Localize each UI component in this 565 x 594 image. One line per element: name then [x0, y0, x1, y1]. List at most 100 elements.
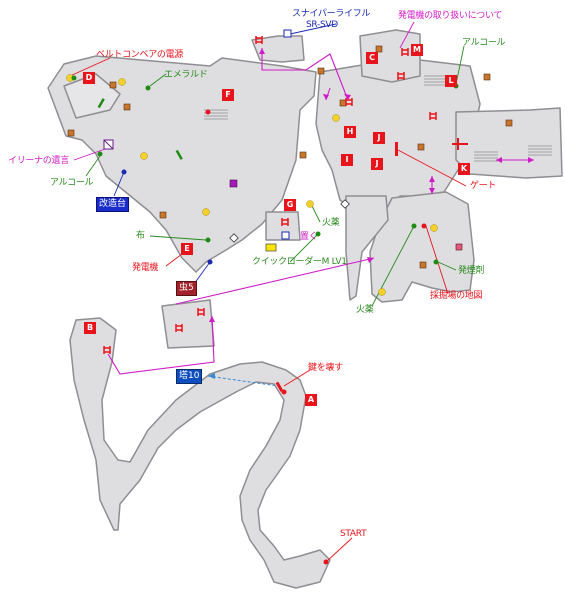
arrow-icon: [429, 176, 435, 182]
item-box-icon: [109, 81, 117, 89]
item-box-icon: [317, 67, 325, 75]
label-alcohol-left: アルコール: [50, 178, 94, 188]
floor-small-room: [161, 299, 215, 349]
path-tou10: [207, 375, 279, 387]
green-dot-icon: [433, 259, 439, 265]
line-hatsuen: [437, 261, 457, 271]
label-tou10: 塔10: [176, 369, 203, 384]
path-b: [107, 315, 215, 375]
line-iliana: [73, 147, 109, 161]
gem-icon: [229, 179, 238, 188]
path-top: [261, 48, 349, 101]
diamond-icon: [340, 199, 350, 209]
label-hatsuen-zai: 発煙剤: [458, 266, 485, 276]
item-box-icon: [375, 45, 383, 53]
sun-herb-icon: [118, 78, 126, 86]
marker-j-upper: J: [373, 132, 385, 144]
label-cloth: 布: [136, 231, 145, 241]
arrow-icon: [323, 94, 329, 100]
marker-m: M: [411, 44, 423, 56]
door-icon: [97, 98, 105, 109]
green-dot-icon: [315, 231, 321, 237]
marker-b: B: [84, 322, 96, 334]
label-gunpowder-bottom: 火薬: [356, 305, 374, 315]
stairs-left: [204, 109, 228, 120]
label-quickloader: クイックローダーM LV1: [252, 257, 347, 267]
line-break-lock: [283, 369, 311, 387]
label-alcohol-right: アルコール: [462, 38, 506, 48]
ladder-icon: [345, 98, 353, 106]
marker-d: D: [83, 72, 95, 84]
arrow-icon: [259, 48, 265, 54]
arrow-icon: [208, 373, 215, 379]
green-dot-icon: [145, 85, 151, 91]
marker-g: G: [284, 199, 296, 211]
note-icon: [103, 139, 114, 150]
blue-dot-icon: [207, 259, 213, 265]
sun-herb-icon: [430, 224, 438, 232]
label-gunpowder-center: 火薬: [322, 218, 340, 228]
label-belt-power: ベルトコンベアの電源: [96, 50, 184, 60]
sun-herb-icon: [202, 208, 210, 216]
floor-mid-room: [265, 211, 301, 241]
item-box-icon: [299, 151, 307, 159]
floor-room-c: [359, 29, 421, 83]
label-iliana-note: イリーナの遺言: [8, 156, 69, 166]
item-box-icon: [67, 129, 75, 137]
line-mushi: [193, 261, 211, 285]
stairs-top-right: [424, 75, 448, 86]
line-gunpowder-c: [311, 205, 321, 223]
label-kaizo-dai: 改造台: [96, 197, 130, 212]
item-box-icon: [339, 99, 347, 107]
ladder-icon: [429, 112, 437, 120]
item-box-icon: [483, 73, 491, 81]
floor-far-right: [455, 107, 563, 179]
diamond-icon: [229, 233, 239, 243]
arrow-icon: [344, 94, 351, 100]
door-icon: [175, 149, 183, 160]
marker-i: I: [341, 154, 353, 166]
line-alcohol-left: [85, 155, 101, 177]
arrow-icon: [528, 157, 534, 163]
marker-k: K: [458, 163, 470, 175]
line-emerald: [149, 73, 167, 87]
sun-herb-icon: [378, 288, 386, 296]
line-generator-manual: [399, 21, 415, 49]
item-box-icon: [419, 261, 427, 269]
door-icon: [275, 381, 284, 392]
arrow-icon: [209, 316, 215, 322]
line-gate: [397, 149, 467, 187]
path-mushi: [175, 257, 375, 305]
ladder-icon: [175, 324, 183, 332]
ladder-icon: [401, 48, 409, 56]
label-generator: 発電機: [132, 263, 159, 273]
green-dot-icon: [205, 237, 211, 243]
label-oku: 置く: [300, 232, 318, 242]
arrow-icon: [367, 257, 374, 263]
red-dot-icon: [421, 223, 427, 229]
ladder-icon: [197, 308, 205, 316]
ladder-icon: [103, 346, 111, 354]
label-mine-map: 採掘場の地図: [430, 291, 483, 301]
line-sniper: [289, 23, 337, 35]
green-dot-icon: [71, 75, 77, 81]
line-kaizo: [113, 171, 125, 197]
marker-a: A: [305, 394, 317, 406]
green-dot-icon: [97, 151, 103, 157]
marker-l: L: [445, 75, 457, 87]
label-start: START: [340, 529, 367, 539]
floor-upper-left: [47, 55, 317, 273]
label-break-lock: 鍵を壊す: [308, 363, 343, 373]
arrow-icon: [429, 188, 435, 194]
typewriter-icon: [265, 243, 277, 252]
ladder-icon: [397, 72, 405, 80]
red-dot-icon: [281, 389, 287, 395]
item-box-icon: [159, 211, 167, 219]
sun-herb-icon: [140, 152, 148, 160]
floor-lower-middle: [345, 195, 389, 301]
item-box-icon: [505, 119, 513, 127]
item-box-icon: [417, 143, 425, 151]
label-generator-manual: 発電機の取り扱いについて: [398, 11, 503, 21]
line-alcohol-right: [455, 45, 465, 85]
